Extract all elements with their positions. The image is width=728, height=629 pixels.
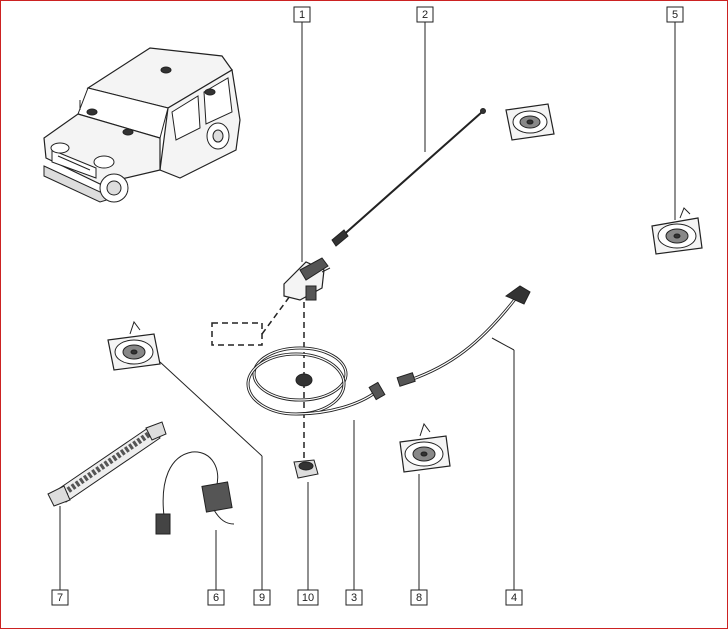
callout-7-label: 7 (57, 592, 63, 604)
callout-4: 4 (505, 589, 523, 606)
callout-5: 5 (666, 6, 684, 23)
callout-5-label: 5 (672, 9, 678, 21)
callout-1: 1 (293, 6, 311, 23)
callout-10-label: 10 (302, 592, 314, 604)
antenna-cable (246, 346, 386, 416)
speaker-top (505, 103, 555, 141)
callout-6: 6 (207, 589, 225, 606)
grommet (293, 459, 319, 479)
callout-9: 9 (253, 589, 271, 606)
antenna-mast (331, 108, 486, 247)
callout-1-label: 1 (299, 9, 305, 21)
callout-3-label: 3 (351, 592, 357, 604)
speaker-5 (651, 207, 703, 255)
speaker-9 (107, 320, 161, 371)
callout-4-label: 4 (511, 592, 517, 604)
speaker-8 (399, 422, 451, 473)
assembly-guides (211, 295, 305, 460)
antenna-base (283, 257, 331, 301)
callout-6-label: 6 (213, 592, 219, 604)
vehicle-illustration (43, 47, 241, 203)
callout-2: 2 (416, 6, 434, 23)
callout-10: 10 (297, 589, 319, 606)
callout-9-label: 9 (259, 592, 265, 604)
suppressor-lead (155, 451, 235, 535)
callout-8-label: 8 (416, 592, 422, 604)
ground-strap (47, 421, 167, 507)
callout-8: 8 (410, 589, 428, 606)
callout-7: 7 (51, 589, 69, 606)
leader-lines (59, 22, 676, 590)
extension-cable (396, 285, 531, 387)
callout-3: 3 (345, 589, 363, 606)
callout-2-label: 2 (422, 9, 428, 21)
